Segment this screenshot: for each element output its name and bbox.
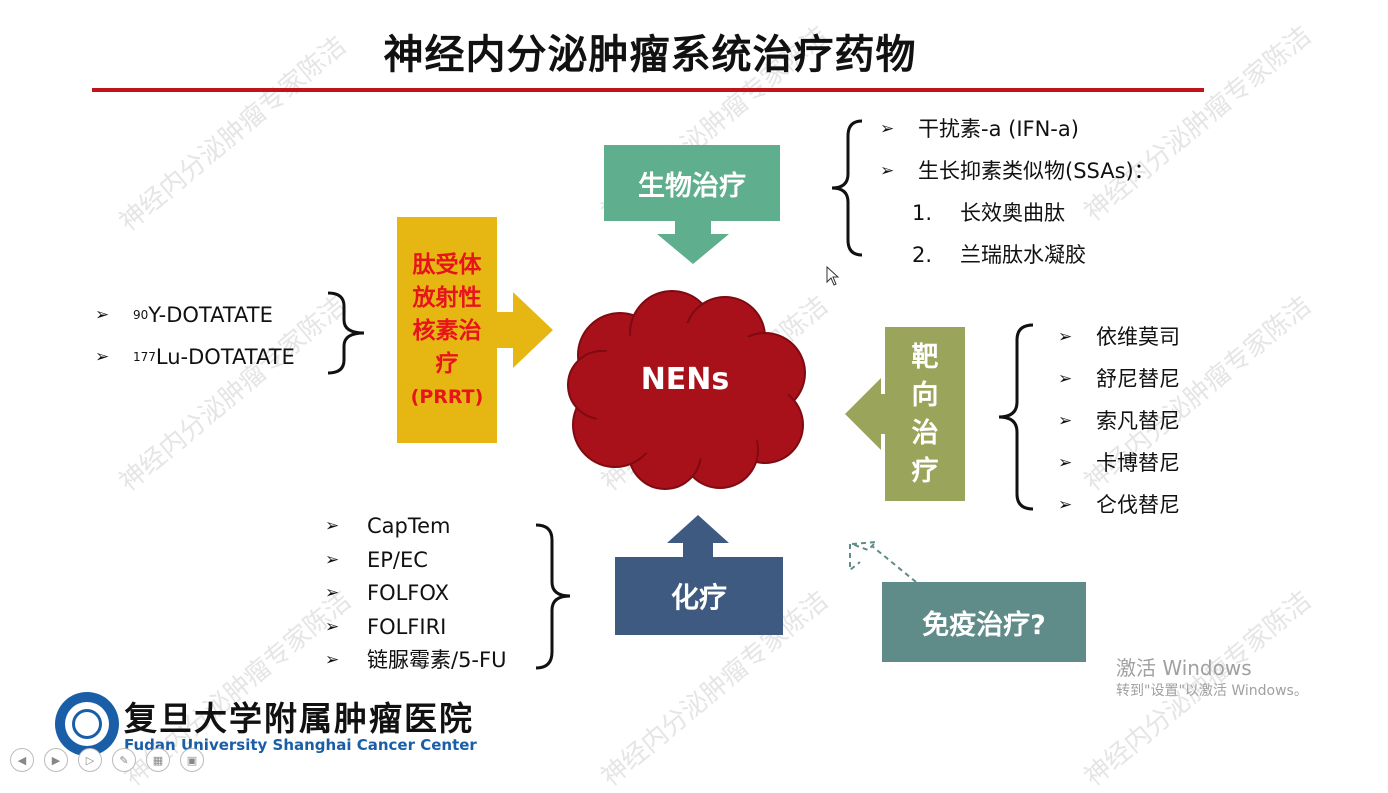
list-item: ➢仑伐替尼: [1058, 484, 1180, 526]
right-brace-icon: [327, 291, 365, 375]
left-brace-icon: [998, 323, 1034, 511]
list-item: ➢依维莫司: [1058, 316, 1180, 358]
bullet-arrow-icon: ➢: [880, 161, 895, 181]
bullet-arrow-icon: ➢: [1058, 495, 1073, 515]
pen-icon[interactable]: ✎: [112, 748, 136, 772]
left-brace-icon: [831, 119, 863, 257]
bullet-arrow-icon: ➢: [1058, 453, 1073, 473]
bullet-arrow-icon: ➢: [1058, 369, 1073, 389]
bullet-arrow-icon: ➢: [95, 305, 110, 325]
list-item: 2.兰瑞肽水凝胶: [912, 243, 1086, 267]
dashed-arrow-icon: [849, 540, 917, 583]
play-icon[interactable]: ▶: [44, 748, 68, 772]
list-item: ➢舒尼替尼: [1058, 358, 1180, 400]
bullet-arrow-icon: ➢: [325, 650, 340, 670]
targeted-therapy-box: 靶 向 治 疗: [885, 327, 965, 501]
biological-therapy-box: 生物治疗: [604, 145, 780, 221]
list-item: ➢FOLFOX: [325, 577, 506, 611]
camera-icon[interactable]: ▣: [180, 748, 204, 772]
chemotherapy-box: 化疗: [615, 557, 783, 635]
next-icon[interactable]: ▷: [78, 748, 102, 772]
title-underline: [92, 88, 1204, 92]
right-brace-icon: [535, 523, 571, 670]
bullet-arrow-icon: ➢: [95, 347, 110, 367]
activate-windows-hint[interactable]: 转到"设置"以激活 Windows。: [1116, 683, 1308, 699]
list-item: ➢索凡替尼: [1058, 400, 1180, 442]
list-item: ➢干扰素-a (IFN-a): [880, 108, 1155, 150]
list-item: 1.长效奥曲肽: [912, 201, 1065, 225]
grid-icon[interactable]: ▦: [146, 748, 170, 772]
list-item: ➢卡博替尼: [1058, 442, 1180, 484]
bullet-arrow-icon: ➢: [1058, 327, 1073, 347]
nens-cloud-shape: [567, 290, 806, 490]
list-item: ➢FOLFIRI: [325, 611, 506, 645]
list-item: ➢CapTem: [325, 510, 506, 544]
slide-title: 神经内分泌肿瘤系统治疗药物: [383, 32, 917, 78]
hospital-name-cn: 复旦大学附属肿瘤医院: [124, 699, 474, 738]
bullet-arrow-icon: ➢: [325, 616, 340, 637]
list-item: ➢链脲霉素/5-FU: [325, 644, 506, 678]
bullet-arrow-icon: ➢: [1058, 411, 1073, 431]
biological-list: ➢干扰素-a (IFN-a) ➢生长抑素类似物(SSAs)： 1.长效奥曲肽 2…: [880, 108, 1155, 276]
up-arrow-icon: [667, 515, 729, 560]
nens-label: NENs: [640, 362, 730, 397]
down-arrow-icon: [657, 220, 729, 264]
bullet-arrow-icon: ➢: [325, 549, 340, 570]
chemo-list: ➢CapTem ➢EP/EC ➢FOLFOX ➢FOLFIRI ➢链脲霉素/5-…: [325, 510, 506, 678]
left-arrow-icon: [845, 378, 887, 450]
prrt-box: 肽受体 放射性 核素治 疗 (PRRT): [397, 217, 497, 443]
bullet-arrow-icon: ➢: [325, 583, 340, 603]
hospital-name-en: Fudan University Shanghai Cancer Center: [124, 736, 477, 754]
slideshow-toolbar: ◀ ▶ ▷ ✎ ▦ ▣: [0, 744, 310, 776]
list-item: ➢生长抑素类似物(SSAs)：: [880, 150, 1155, 192]
bullet-arrow-icon: ➢: [325, 516, 340, 536]
prev-icon[interactable]: ◀: [10, 748, 34, 772]
bullet-arrow-icon: ➢: [880, 119, 895, 139]
targeted-list: ➢依维莫司 ➢舒尼替尼 ➢索凡替尼 ➢卡博替尼 ➢仑伐替尼: [1058, 316, 1180, 526]
immunotherapy-box: 免疫治疗?: [882, 582, 1086, 662]
right-arrow-icon: [497, 292, 553, 368]
hospital-logo-icon: [55, 692, 119, 756]
list-item: ➢EP/EC: [325, 544, 506, 578]
mouse-cursor-icon: [826, 266, 840, 286]
activate-windows-title: 激活 Windows: [1116, 656, 1252, 680]
